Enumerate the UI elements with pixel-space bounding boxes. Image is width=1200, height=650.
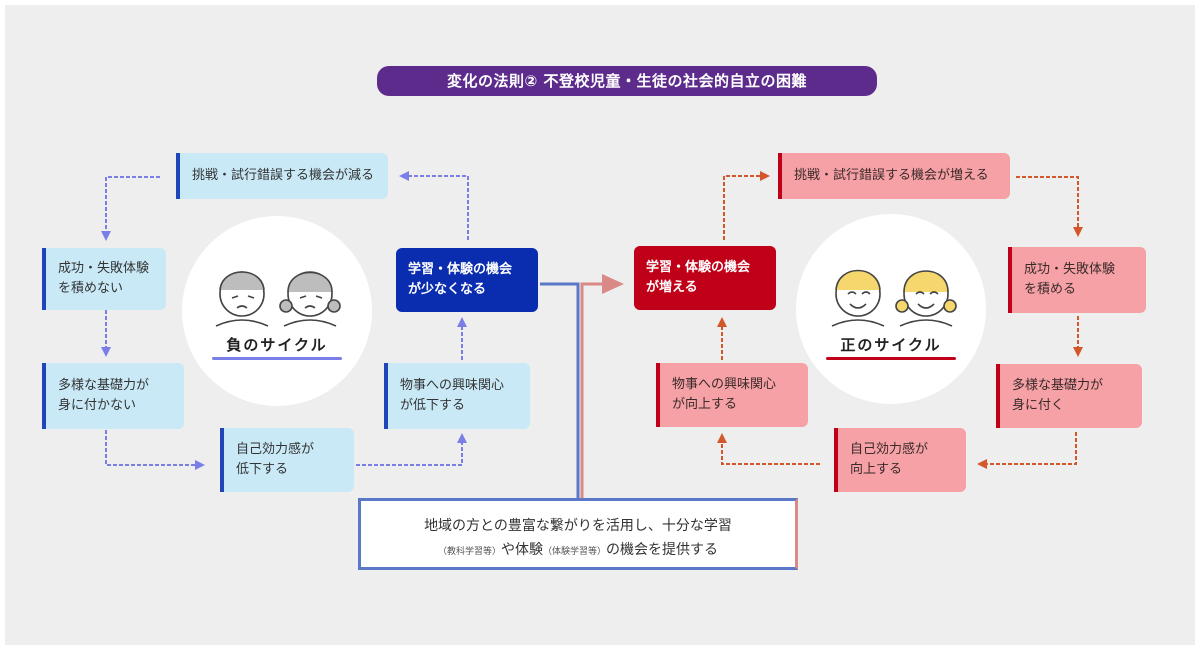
solution-box: 地域の方との豊富な繋がりを活用し、十分な学習 （教科学習等）や体験（体験学習等）…: [358, 498, 798, 570]
solution-line1: 地域の方との豊富な繋がりを活用し、十分な学習: [424, 518, 732, 534]
positive-cycle-label: 正のサイクル: [840, 336, 942, 354]
page-title: 変化の法則② 不登校児童・生徒の社会的自立の困難: [377, 66, 877, 96]
arrow-bottom-to-left: [717, 433, 820, 465]
worried-children-icon: [215, 271, 341, 327]
happy-children-icon: [831, 269, 957, 327]
negative-label-underline: [212, 357, 342, 360]
solution-note2: （体験学習等）: [543, 547, 607, 557]
solution-line2: （教科学習等）や体験（体験学習等）の機会を提供する: [361, 539, 795, 559]
arrow-key-to-top: [399, 171, 469, 240]
positive-top-box: 挑戦・試行錯誤する機会が増える: [778, 153, 1010, 199]
arrow-right2-to-bottom: [977, 432, 1077, 469]
negative-top-box: 挑戦・試行錯誤する機会が減る: [176, 153, 388, 199]
arrow-top-to-left1: [101, 176, 160, 241]
negative-cycle-label: 負のサイクル: [226, 336, 328, 354]
solution-mid: や体験: [501, 542, 543, 558]
solution-end: の機会を提供する: [606, 542, 719, 558]
solution-note1: （教科学習等）: [437, 547, 501, 557]
positive-left-box: 物事への興味関心 が向上する: [656, 363, 808, 427]
arrow-bottom-to-right: [356, 433, 467, 466]
negative-left1-box: 成功・失敗体験 を積めない: [42, 248, 166, 310]
positive-right2-box: 多様な基礎力が 身に付く: [996, 364, 1142, 428]
arrow-top-to-right1: [1016, 176, 1083, 237]
positive-bottom-box: 自己効力感が 向上する: [834, 428, 966, 492]
arrow-pkey-to-top: [723, 171, 770, 240]
arrow-left2-to-bottom: [105, 430, 205, 470]
positive-right1-box: 成功・失敗体験 を積める: [1008, 247, 1146, 313]
positive-label-underline: [826, 357, 956, 360]
negative-left2-box: 多様な基礎力が 身に付かない: [42, 363, 184, 429]
transition-arrow: [602, 274, 624, 294]
negative-key-box: 学習・体験の機会 が少なくなる: [396, 248, 538, 312]
positive-key-box: 学習・体験の機会 が増える: [634, 246, 776, 310]
connector-pink: [580, 282, 602, 498]
connector-blue: [540, 282, 580, 498]
negative-right-box: 物事への興味関心 が低下する: [384, 363, 530, 429]
negative-bottom-box: 自己効力感が 低下する: [220, 428, 354, 492]
negative-cycle-circle: 負のサイクル: [182, 216, 372, 406]
positive-cycle-circle: 正のサイクル: [796, 214, 986, 404]
